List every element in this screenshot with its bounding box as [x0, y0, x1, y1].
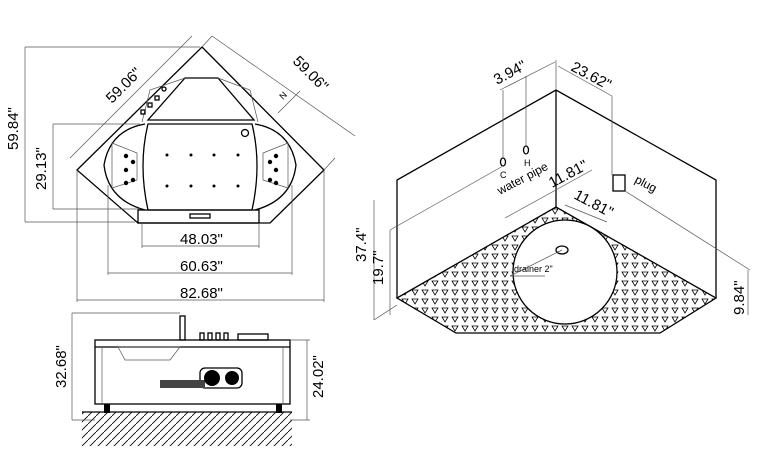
dim-inner-width: 48.03"	[180, 231, 223, 248]
control-buttons	[140, 86, 167, 115]
cold-pipe-icon	[499, 157, 507, 167]
dim-height-total: 59.84"	[5, 107, 22, 150]
drain-zone	[512, 219, 618, 325]
dim-drain-offset-b: 11.81"	[571, 187, 616, 222]
plug-label: plug	[633, 172, 660, 195]
dim-plug-offset: 23.62"	[568, 59, 614, 94]
ground-hatch	[82, 412, 292, 446]
cold-label: C	[500, 170, 507, 180]
dim-total-height: 32.68"	[53, 345, 70, 388]
dim-inner-height: 29.13"	[33, 147, 50, 190]
drain-icon	[240, 128, 250, 138]
dim-pipe-height: 37.4"	[353, 227, 370, 262]
drainer-label: drainer 2"	[514, 264, 553, 274]
hot-pipe-icon	[522, 145, 530, 155]
drain-icon	[555, 245, 569, 255]
basin	[142, 123, 258, 211]
north-label: N	[277, 90, 289, 102]
dim-pipe-height-2: 19.7"	[370, 250, 387, 285]
dim-tub-height: 24.02"	[310, 355, 327, 398]
dim-plug-height: 9.84"	[731, 280, 748, 315]
dim-side-right: 59.06"	[289, 53, 331, 95]
jets	[123, 153, 279, 188]
dim-mid-width: 60.63"	[180, 258, 223, 275]
dim-drain-offset-a: 11.81"	[546, 157, 591, 192]
headrest	[146, 77, 256, 121]
side-view: 32.68" 24.02"	[53, 312, 327, 446]
overflow-drain	[189, 213, 211, 219]
dim-side-left: 59.06"	[103, 64, 145, 106]
hot-label: H	[524, 158, 531, 168]
top-view: 59.84" 29.13" 48.03" 60.63" 82.68" 59.06…	[5, 35, 356, 302]
tub-outline	[76, 46, 325, 224]
pump-motor	[160, 367, 243, 389]
control-buttons-side	[199, 332, 229, 341]
plug-outlet-icon	[612, 174, 626, 192]
dim-total-width: 82.68"	[180, 285, 223, 302]
installation-view: 3.94" 23.62" 11.81" 11.81" 37.4" 19.7" 9…	[353, 57, 751, 334]
tub-side	[94, 339, 291, 405]
seat-left	[103, 123, 146, 211]
dim-pipe-spacing: 3.94"	[491, 57, 529, 88]
seat-right	[254, 123, 297, 211]
